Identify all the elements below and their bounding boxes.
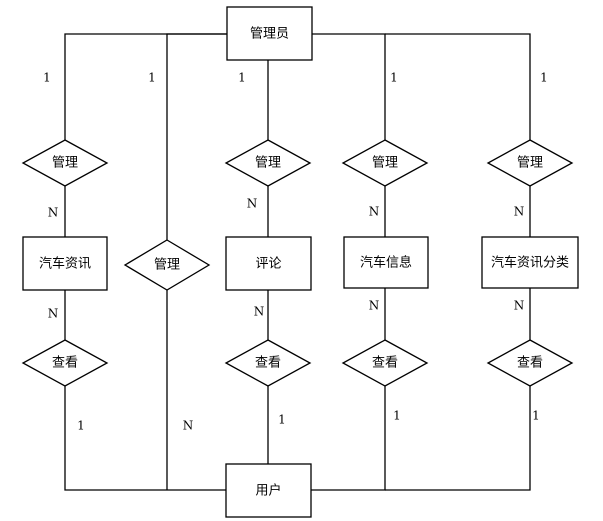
relation-manage-comment: 管理 [224, 139, 312, 187]
card-comment-view: N [254, 305, 265, 319]
card-category-view: N [514, 299, 525, 313]
relation-manage-car-info: 管理 [341, 139, 429, 187]
card-user-car-info: 1 [393, 409, 401, 423]
entity-comment: 评论 [225, 236, 312, 291]
card-car-news-view: N [48, 307, 59, 321]
relation-manage-car-news: 管理 [21, 139, 109, 187]
relation-view-car-news: 查看 [21, 339, 109, 387]
card-user-manage: N [183, 419, 194, 433]
card-user-category: 1 [532, 409, 540, 423]
entity-admin: 管理员 [226, 6, 313, 61]
svg-text:查看: 查看 [255, 355, 281, 371]
relation-manage-car-news-category: 管理 [486, 139, 574, 187]
svg-text:汽车资讯分类: 汽车资讯分类 [491, 255, 569, 271]
relation-view-car-news-category: 查看 [486, 339, 574, 387]
svg-text:汽车资讯: 汽车资讯 [39, 256, 91, 272]
card-car-news-manage: N [48, 206, 59, 220]
svg-text:管理: 管理 [154, 258, 180, 273]
svg-text:管理: 管理 [372, 156, 398, 171]
entity-car-info: 汽车信息 [343, 236, 429, 289]
card-comment-manage: N [247, 197, 258, 211]
svg-text:管理: 管理 [517, 156, 543, 171]
svg-text:管理员: 管理员 [250, 27, 289, 42]
relation-view-comment: 查看 [224, 339, 312, 387]
relation-manage-user: 管理 [123, 239, 211, 291]
svg-text:汽车信息: 汽车信息 [360, 255, 412, 271]
card-category-manage: N [514, 205, 525, 219]
svg-text:查看: 查看 [517, 355, 543, 371]
svg-text:查看: 查看 [52, 355, 78, 371]
entity-car-news-category: 汽车资讯分类 [481, 236, 579, 289]
card-user-comment: 1 [278, 413, 286, 427]
svg-text:评论: 评论 [255, 257, 281, 272]
cardinality-labels: 1 N N 1 1 N 1 N N 1 1 N N 1 1 N N 1 [43, 71, 548, 433]
entity-user: 用户 [225, 463, 312, 518]
card-car-info-manage: N [369, 205, 380, 219]
svg-text:用户: 用户 [255, 483, 281, 499]
svg-text:管理: 管理 [255, 156, 281, 171]
svg-text:管理: 管理 [52, 156, 78, 171]
card-admin-category: 1 [540, 71, 548, 85]
card-user-car-news: 1 [77, 419, 85, 433]
entity-car-news: 汽车资讯 [22, 236, 108, 291]
card-admin-comment: 1 [238, 71, 246, 85]
connector-lines [64, 33, 531, 491]
card-admin-car-news: 1 [43, 71, 51, 85]
card-admin-car-info: 1 [390, 71, 398, 85]
svg-text:查看: 查看 [372, 355, 398, 371]
card-car-info-view: N [369, 299, 380, 313]
card-admin-user: 1 [148, 71, 156, 85]
relation-view-car-info: 查看 [341, 339, 429, 387]
